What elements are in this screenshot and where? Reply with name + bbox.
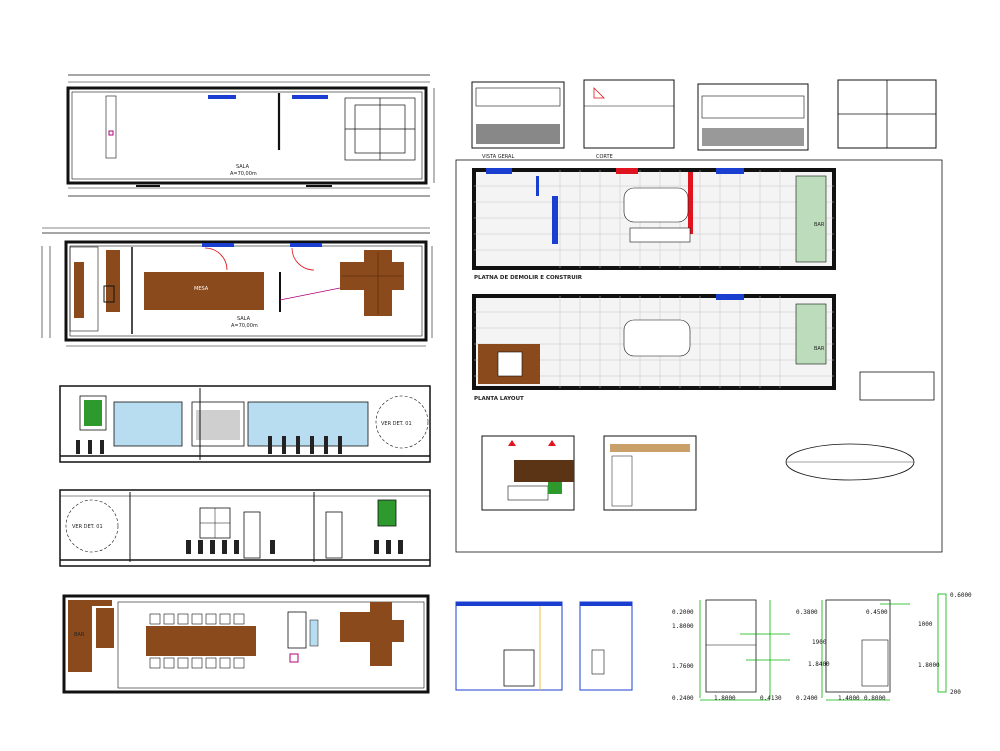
table-label-mesa: MESA (194, 286, 209, 292)
dim-right-d8: 1000 (918, 621, 933, 628)
plan-workstation-detail (837, 79, 937, 149)
detail-cabinet-right: 0.3800 1900 1.8400 0.2400 1.4000 0.8000 … (796, 592, 972, 702)
label-planta-layout: PLANTA LAYOUT (474, 396, 524, 402)
elevation-chairs: VER DET. 01 (59, 489, 431, 567)
plan-demolition: BAR PLATNA DE DEMOLIR E CONSTRUIR (472, 168, 836, 281)
dim-right-d10: 200 (950, 689, 961, 696)
dim-left-d1: 0.2000 (672, 609, 694, 616)
dim-right-d11: 0.4500 (866, 609, 888, 616)
detail-callout-1: VER DET. 01 (381, 421, 412, 427)
room-area-mid: A=70,00m (231, 323, 258, 329)
small-elevations (481, 371, 935, 511)
elevation-glass-wall: VER DET. 01 (59, 385, 431, 463)
plan-existing: SALA A=70,00m (66, 74, 435, 197)
section-shelves (697, 83, 809, 151)
dim-right-d2: 1900 (812, 639, 827, 646)
dim-left-d6: 0.4130 (760, 695, 782, 702)
dim-left-d3: 1.7600 (672, 663, 694, 670)
bar-label-demolition: BAR (814, 222, 825, 228)
room-label-sala-top: SALA (236, 164, 250, 170)
section-blue-frame-2 (579, 601, 633, 691)
dim-left-d4: 0.2400 (672, 695, 694, 702)
dim-right-d1: 0.3800 (796, 609, 818, 616)
sheet-frame (455, 159, 943, 553)
detail-cabinet-left: 0.2000 1.8000 1.7600 0.2400 1.8000 0.413… (672, 599, 790, 702)
detail-callout-2: VER DET. 01 (72, 524, 103, 530)
plan-furnished: BAR (62, 594, 430, 694)
section-corte: CORTE (583, 79, 675, 160)
label-corte: CORTE (596, 154, 613, 160)
label-planta-demolir: PLATNA DE DEMOLIR E CONSTRUIR (474, 275, 583, 281)
bar-label-layout: BAR (814, 346, 825, 352)
dim-right-d9: 1.8000 (918, 662, 940, 669)
dim-left-d2: 1.8000 (672, 623, 694, 630)
section-blue-frame-1 (455, 601, 563, 691)
section-vista-geral: VISTA GERAL (471, 81, 565, 160)
plan-layout: BAR PLANTA LAYOUT (472, 294, 836, 402)
dim-left-d5: 1.8000 (714, 695, 736, 702)
dim-right-d3: 1.8400 (808, 661, 830, 668)
room-label-sala-mid: SALA (237, 316, 251, 322)
dim-right-d6: 0.8000 (864, 695, 886, 702)
plan-layout-wood: MESA SALA A=70,00m (41, 227, 433, 347)
room-area-top: A=70,00m (230, 171, 257, 177)
dim-right-d5: 1.4000 (838, 695, 860, 702)
dim-right-d7: 0.6000 (950, 592, 972, 599)
bar-label-plan: BAR (74, 632, 85, 638)
dim-right-d4: 0.2400 (796, 695, 818, 702)
label-vista-geral: VISTA GERAL (482, 154, 514, 160)
